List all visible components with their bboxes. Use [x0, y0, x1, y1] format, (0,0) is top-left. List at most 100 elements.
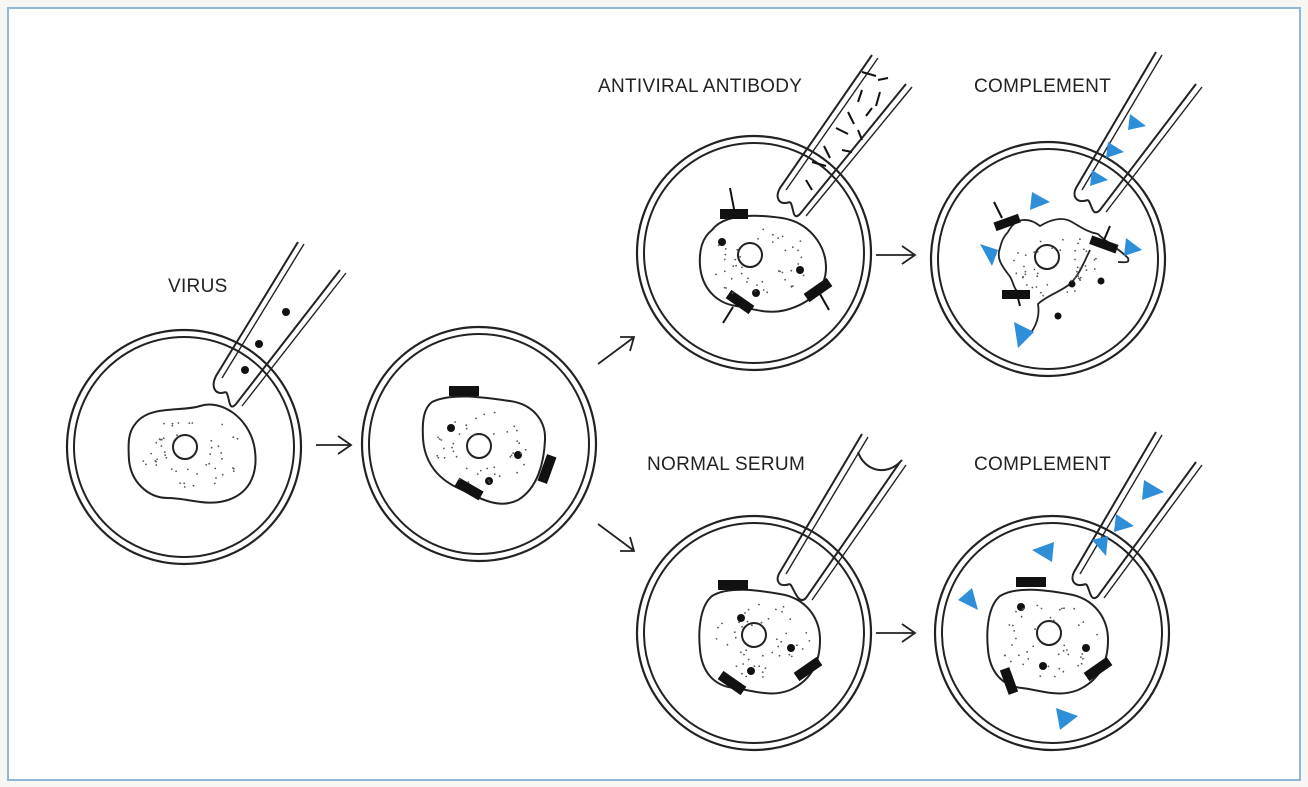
stipple-dot [796, 644, 798, 646]
stipple-dot [1040, 292, 1042, 294]
stipple-dot [1032, 645, 1034, 647]
stipple-dot [1025, 254, 1027, 256]
stipple-dot [443, 448, 445, 450]
stipple-dot [1042, 295, 1044, 297]
stipple-dot [155, 464, 157, 466]
stipple-dot [736, 249, 738, 251]
stipple-dot [1040, 241, 1042, 243]
stipple-dot [762, 671, 764, 673]
stipple-dot [1021, 609, 1023, 611]
stipple-dot [1094, 259, 1096, 261]
stipple-dot [1022, 608, 1024, 610]
stipple-dot [1074, 277, 1076, 279]
virus-particle [737, 614, 745, 622]
stipple-dot [494, 473, 496, 475]
virus-particle [1039, 662, 1047, 670]
stipple-dot [1013, 260, 1015, 262]
stipple-dot [1081, 663, 1083, 665]
stipple-dot [520, 453, 522, 455]
stipple-dot [1054, 676, 1056, 678]
stipple-dot [1079, 267, 1081, 269]
stipple-dot [784, 279, 786, 281]
stipple-dot [1095, 258, 1097, 260]
stipple-dot [748, 659, 750, 661]
stipple-dot [459, 433, 461, 435]
stipple-dot [772, 241, 774, 243]
stipple-dot [444, 457, 446, 459]
stipple-dot [758, 665, 760, 667]
stipple-dot [721, 623, 723, 625]
stipple-dot [205, 464, 207, 466]
stipple-dot [437, 437, 439, 439]
stipple-dot [161, 445, 163, 447]
stipple-dot [790, 270, 792, 272]
stipple-dot [1025, 273, 1027, 275]
stipple-dot [1063, 607, 1065, 609]
stipple-dot [1080, 277, 1082, 279]
stipple-dot [1077, 243, 1079, 245]
stipple-dot [1022, 277, 1024, 279]
stipple-dot [754, 665, 756, 667]
stipple-dot [725, 287, 727, 289]
stipple-dot [765, 667, 767, 669]
stipple-dot [771, 652, 773, 654]
stipple-dot [516, 472, 518, 474]
stipple-dot [1079, 238, 1081, 240]
stipple-dot [237, 438, 239, 440]
stipple-dot [1081, 653, 1083, 655]
stipple-dot [493, 466, 495, 468]
stipple-dot [1026, 284, 1028, 286]
stipple-dot [172, 423, 174, 425]
stipple-dot [1025, 271, 1027, 273]
virus-particle [241, 366, 249, 374]
stipple-dot [488, 480, 490, 482]
stipple-dot [740, 651, 742, 653]
stipple-dot [221, 458, 223, 460]
stipple-dot [772, 234, 774, 236]
stipple-dot [1037, 251, 1039, 253]
stipple-dot [724, 270, 726, 272]
stipple-dot [171, 468, 173, 470]
stipple-dot [797, 263, 799, 265]
stipple-dot [179, 482, 181, 484]
stipple-dot [1023, 266, 1025, 268]
stipple-dot [803, 275, 805, 277]
stipple-dot [761, 281, 763, 283]
stipple-dot [1096, 634, 1098, 636]
stipple-dot [439, 438, 441, 440]
stipple-dot [718, 245, 720, 247]
normal-serum-label: NORMAL SERUM [647, 454, 805, 475]
stipple-dot [142, 460, 144, 462]
stipple-dot [762, 676, 764, 678]
stipple-dot [791, 656, 793, 658]
stipple-dot [734, 631, 736, 633]
virus-particle [1017, 603, 1025, 611]
stipple-dot [474, 433, 476, 435]
stipple-dot [438, 457, 440, 459]
stipple-dot [761, 622, 763, 624]
stipple-dot [1050, 617, 1052, 619]
stipple-dot [218, 445, 220, 447]
stipple-dot [1048, 666, 1050, 668]
stipple-dot [150, 453, 152, 455]
stipple-dot [1032, 287, 1034, 289]
stipple-dot [222, 474, 224, 476]
stipple-dot [155, 461, 157, 463]
stipple-dot [516, 440, 518, 442]
antigen [718, 580, 748, 590]
stipple-dot [164, 451, 166, 453]
stipple-dot [1066, 291, 1068, 293]
stipple-dot [1018, 654, 1020, 656]
stipple-dot [1062, 671, 1064, 673]
stipple-dot [196, 473, 198, 475]
stipple-dot [466, 468, 468, 470]
stipple-dot [1034, 269, 1036, 271]
stipple-dot [1011, 644, 1013, 646]
stipple-dot [193, 485, 195, 487]
stipple-dot [1063, 650, 1065, 652]
stipple-dot [717, 627, 719, 629]
stipple-dot [741, 273, 743, 275]
virus-particle [747, 667, 755, 675]
stipple-dot [742, 663, 744, 665]
stipple-dot [493, 433, 495, 435]
